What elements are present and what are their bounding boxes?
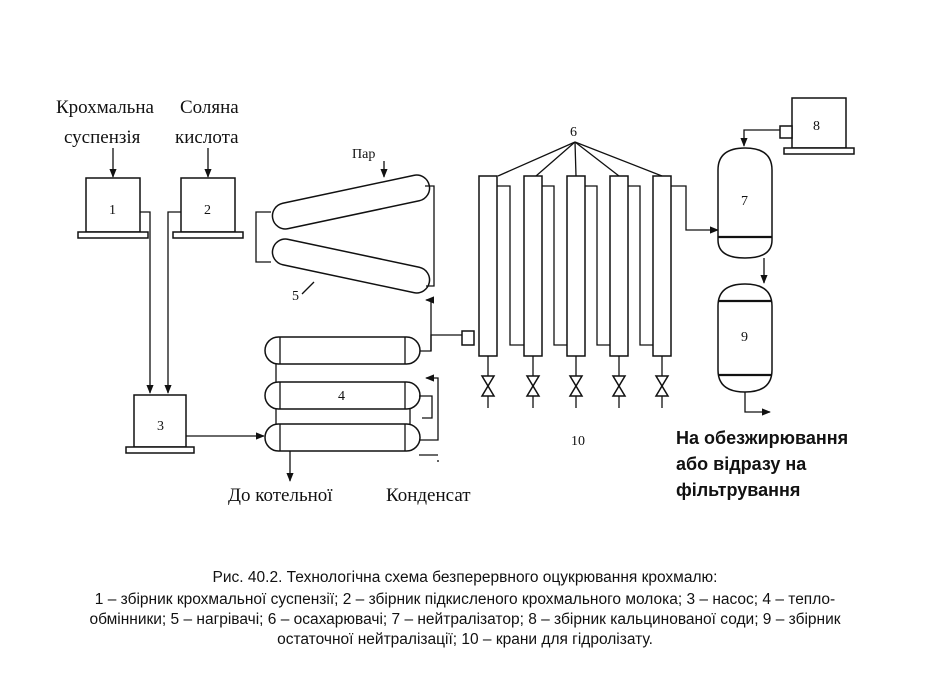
tank-9-number: 9 (741, 330, 748, 345)
exchangers-4-number: 4 (338, 389, 345, 404)
legend-line: обмінники; 5 – нагрівачі; 6 – осахарювач… (89, 611, 841, 628)
legend-line: 1 – збірник крохмальної суспензії; 2 – з… (94, 591, 836, 608)
condensate-label: Конденсат (386, 485, 471, 506)
figure-caption-legend: 1 – збірник крохмальної суспензії; 2 – з… (0, 590, 930, 650)
tank-2-number: 2 (204, 203, 211, 218)
degreasing-label-line2: або відразу на (676, 454, 807, 474)
process-flow-diagram: Крохмальна суспензія Соляна кислота 1 2 … (56, 97, 855, 506)
sacc-link-1 (497, 185, 524, 346)
figure-caption-title: Рис. 40.2. Технологічна схема безперервн… (212, 569, 718, 586)
starch-suspension-label-line1: Крохмальна (56, 97, 155, 118)
tank-8-number: 8 (813, 119, 820, 134)
saccharifiers-6: 6 (478, 125, 672, 357)
sacc-link-3 (585, 185, 610, 346)
pump-3: 3 (125, 394, 195, 454)
final-neutralization-tank-9: 9 (717, 283, 773, 393)
to-boiler-label: До котельної (228, 485, 333, 506)
to-degreasing-arrow (744, 392, 771, 416)
to-neutralizer-line (671, 185, 719, 234)
starch-suspension-tank-1: 1 (77, 177, 149, 239)
heater-outlet-line (425, 185, 435, 287)
heaters-5: 5 (271, 174, 431, 304)
tank2-to-pump-line (164, 211, 181, 394)
pump-3-number: 3 (157, 419, 164, 434)
acidified-milk-tank-2: 2 (172, 177, 244, 239)
inlet-nozzle (461, 330, 475, 346)
heaters-5-number: 5 (292, 289, 299, 304)
hydrochloric-acid-label-line2: кислота (175, 127, 239, 148)
legend-line: остаточної нейтралізації; 10 – крани для… (277, 631, 653, 648)
sacc-link-2 (542, 185, 567, 346)
degreasing-label-line1: На обезжирювання (676, 428, 848, 448)
condensate-loop-lower (419, 374, 439, 441)
steam-label: Пар (352, 147, 375, 162)
neutralizer-7-number: 7 (741, 194, 748, 209)
degreasing-label-line3: фільтрування (676, 480, 800, 500)
soda-to-neutralizer-line (740, 129, 780, 147)
starch-suspension-label-line2: суспензія (64, 127, 141, 148)
heat-exchangers-4: 4 (264, 336, 421, 452)
heater-connector (255, 211, 271, 263)
neutralizer-7: 7 (717, 147, 773, 259)
sacc-link-4 (628, 185, 653, 346)
heaters-5-leader (301, 281, 315, 295)
tank-1-number: 1 (109, 203, 116, 218)
condensate-loop-upper (419, 395, 433, 419)
to-saccharifiers-line (430, 334, 462, 351)
hydrochloric-acid-label-line1: Соляна (180, 97, 239, 118)
soda-ash-tank-8: 8 (779, 97, 855, 155)
hydrolysate-valves-10: 10 (480, 356, 670, 449)
tank1-to-pump-line (140, 211, 154, 394)
valves-10-number: 10 (571, 434, 585, 449)
exchanger-to-heater-line (420, 296, 435, 352)
saccharifiers-6-number: 6 (570, 125, 577, 140)
